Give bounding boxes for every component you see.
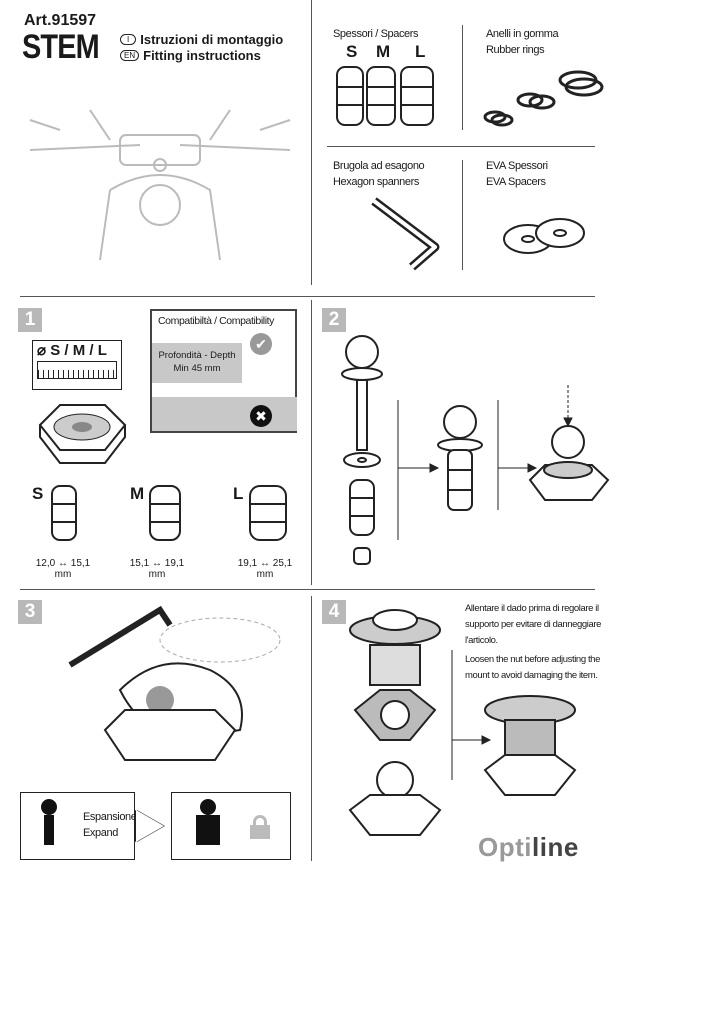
rubber-it: Anelli in gomma: [486, 28, 559, 40]
spacers-label: Spessori / Spacers: [333, 28, 419, 40]
brand-opti: Opti: [478, 832, 532, 862]
check-icon: ✔: [250, 333, 272, 355]
step4-note-it: Allentare il dado prima di regolare il s…: [465, 603, 601, 646]
gauge-box: ⌀ S / M / L: [32, 340, 122, 390]
depth-line1: Profondità - Depth: [158, 350, 236, 361]
spacer-size-m: M: [376, 42, 391, 61]
hex-nut-illustration: [38, 404, 127, 464]
rubber-en: Rubber rings: [486, 44, 545, 56]
divider: [462, 25, 463, 130]
compat-title: Compatibiltà / Compatibility: [158, 315, 275, 327]
cross-icon: ✖: [250, 405, 272, 427]
spanner-en: Hexagon spanners: [333, 176, 419, 188]
eva-spacers-illustration: [503, 218, 585, 254]
size-m-label: M: [130, 484, 145, 503]
title-en-text: Fitting instructions: [143, 48, 261, 63]
divider: [20, 589, 595, 590]
expand-icon: [35, 799, 63, 853]
compatibility-box: Compatibiltà / Compatibility Profondità …: [150, 309, 297, 433]
divider: [327, 146, 595, 147]
expand-it: Espansione: [83, 811, 137, 823]
spacer-size-s: S: [346, 42, 358, 61]
size-s-label: S: [32, 484, 44, 503]
step-2-number: 2: [322, 308, 346, 332]
title-en: EN Fitting instructions: [120, 48, 261, 63]
size-l-label: L: [233, 484, 244, 503]
arrow-right-icon: [136, 810, 164, 842]
step3-hand-illustration: [68, 605, 281, 761]
spanner-it: Brugola ad esagono: [333, 160, 425, 172]
step-3-number: 3: [18, 600, 42, 624]
ruler-icon: [37, 361, 117, 379]
divider: [20, 296, 595, 297]
eva-it: EVA Spessori: [486, 160, 548, 172]
step-4-number: 4: [322, 600, 346, 624]
lock-icon: [250, 815, 270, 839]
divider: [462, 160, 463, 270]
step4-assembly-illustration: [348, 609, 577, 836]
depth-block: Profondità - Depth Min 45 mm: [152, 343, 242, 383]
gauge-label: ⌀ S / M / L: [37, 342, 107, 359]
divider: [311, 596, 312, 861]
expanded-pin-icon: [196, 799, 220, 845]
title-it-text: Istruzioni di montaggio: [140, 32, 284, 47]
brand-line: line: [532, 832, 579, 862]
rubber-rings-illustration: [483, 70, 604, 127]
gauge-size-text: S / M / L: [50, 342, 107, 359]
product-title: STEM: [22, 28, 100, 66]
step2-assembly-illustration: [341, 335, 610, 565]
step4-note-en: Loosen the nut before adjusting the moun…: [465, 654, 600, 681]
locked-box: [171, 792, 291, 860]
motorcycle-illustration: [29, 109, 291, 261]
optiline-logo: Optiline: [478, 832, 579, 863]
eva-label: EVA Spessori EVA Spacers: [486, 158, 548, 190]
divider: [311, 300, 312, 585]
depth-line2: Min 45 mm: [173, 363, 221, 374]
lang-badge-it: I: [120, 34, 137, 45]
step-1-number: 1: [18, 308, 42, 332]
size-spacers-illustration: [51, 485, 287, 541]
spacer-size-l: L: [415, 42, 426, 61]
title-it: I Istruzioni di montaggio: [120, 32, 283, 47]
hex-spanner-illustration: [371, 197, 440, 271]
expand-box: Espansione Expand: [20, 792, 137, 860]
spacers-illustration: [336, 66, 434, 126]
article-number: Art.91597: [24, 12, 97, 29]
rubber-rings-label: Anelli in gomma Rubber rings: [486, 26, 559, 58]
expand-text: Espansione Expand: [83, 809, 137, 841]
divider: [311, 0, 312, 285]
expand-en: Expand: [83, 827, 118, 839]
lang-badge-en: EN: [120, 50, 140, 61]
eva-en: EVA Spacers: [486, 176, 546, 188]
spanner-label: Brugola ad esagono Hexagon spanners: [333, 158, 425, 190]
